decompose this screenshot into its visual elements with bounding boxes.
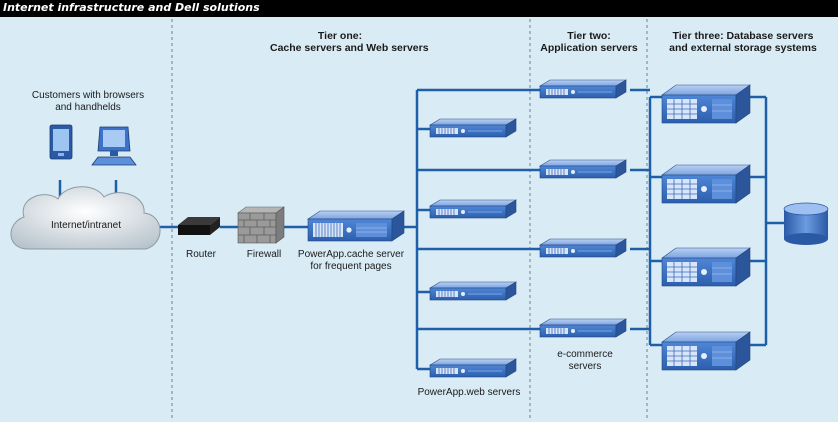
web-server-icon-4 (429, 358, 517, 378)
ecommerce-label-line1: e-commerce (557, 349, 613, 360)
ecommerce-label-line2: servers (568, 361, 602, 372)
cache-server-label-line1: PowerApp.cache server (297, 249, 405, 260)
cache-server-label: PowerApp.cache server for frequent pages (286, 249, 416, 273)
title-bar: Internet infrastructure and Dell solutio… (0, 0, 838, 17)
customers-label-line1: Customers with browsers (31, 90, 145, 101)
tier-one-heading: Tier one: Cache servers and Web servers (270, 30, 429, 54)
cache-server-label-line2: for frequent pages (310, 261, 392, 272)
app-server-icon-1 (539, 79, 627, 99)
diagram-svg (10, 19, 829, 420)
internet-cloud-icon (10, 186, 161, 250)
diagram-title: Internet infrastructure and Dell solutio… (3, 1, 260, 14)
tier-three-label: Tier three: Database servers (672, 30, 814, 42)
app-server-icon-2 (539, 159, 627, 179)
database-server-icon-1 (661, 84, 751, 124)
ecommerce-server-icon (539, 318, 627, 338)
database-server-icon-3 (661, 247, 751, 287)
customers-label-line2: and handhelds (55, 102, 121, 113)
customers-label: Customers with browsers and handhelds (18, 90, 158, 114)
web-server-icon-3 (429, 281, 517, 301)
app-server-icon-3 (539, 238, 627, 258)
diagram-canvas: Tier one: Cache servers and Web servers … (0, 17, 838, 422)
ecommerce-servers-label: e-commerce servers (540, 349, 630, 373)
web-server-icon-2 (429, 199, 517, 219)
tier-two-sublabel: Application servers (540, 42, 638, 54)
firewall-icon (237, 206, 285, 244)
tier-two-label: Tier two: (567, 30, 611, 42)
tier-three-heading: Tier three: Database servers and externa… (660, 30, 826, 54)
web-server-icon-1 (429, 118, 517, 138)
router-label: Router (185, 249, 216, 260)
cache-server-icon (307, 210, 405, 242)
handheld-icon (49, 124, 73, 160)
storage-cylinder-icon (783, 202, 829, 245)
tier-three-sublabel: and external storage systems (669, 42, 817, 54)
cloud-label: Internet/intranet (50, 220, 122, 231)
connector-lines (58, 88, 784, 371)
router-icon (178, 217, 220, 235)
database-server-icon-4 (661, 331, 751, 371)
tier-two-heading: Tier two: Application servers (534, 30, 644, 54)
desktop-computer-icon (91, 126, 137, 166)
web-servers-label: PowerApp.web servers (417, 387, 521, 398)
firewall-label: Firewall (246, 249, 282, 260)
tier-one-label: Tier one: (317, 30, 363, 42)
database-server-icon-2 (661, 164, 751, 204)
tier-one-sublabel: Cache servers and Web servers (270, 42, 429, 54)
